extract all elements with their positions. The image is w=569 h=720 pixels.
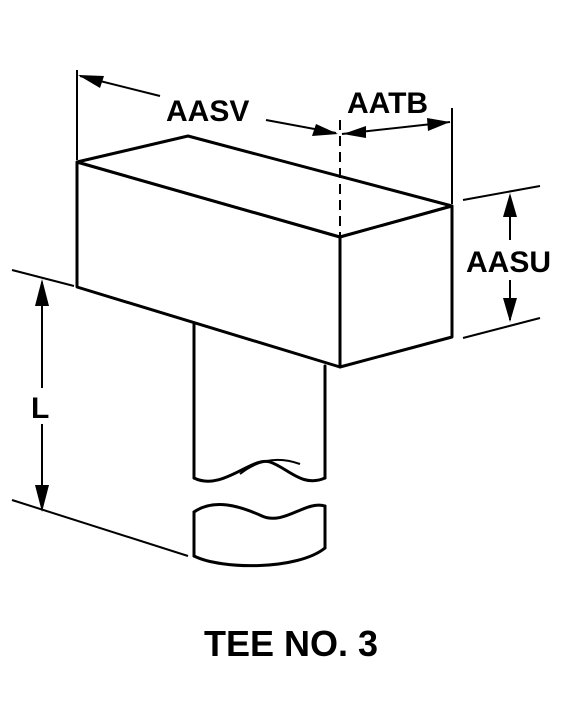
stem-lower [192, 503, 327, 568]
aasu-label: AASU [466, 246, 551, 279]
aasv-label: AASV [166, 95, 249, 128]
arrowhead [427, 118, 450, 131]
stem-upper [192, 320, 327, 483]
block-head [75, 134, 454, 369]
l-dimension [35, 279, 49, 512]
arrowhead [503, 193, 517, 217]
aatb-dimension [341, 118, 451, 138]
arrowhead [35, 279, 49, 306]
arrowhead [503, 298, 517, 322]
arrowhead [312, 124, 338, 136]
aasv-dimension [78, 75, 338, 136]
aatb-label: AATB [347, 87, 428, 120]
arrowhead [78, 75, 104, 88]
aasu-dimension [503, 193, 517, 322]
arrowhead [35, 485, 49, 512]
arrowhead [343, 126, 366, 138]
figure-caption: TEE NO. 3 [204, 623, 378, 664]
l-label: L [31, 392, 49, 425]
